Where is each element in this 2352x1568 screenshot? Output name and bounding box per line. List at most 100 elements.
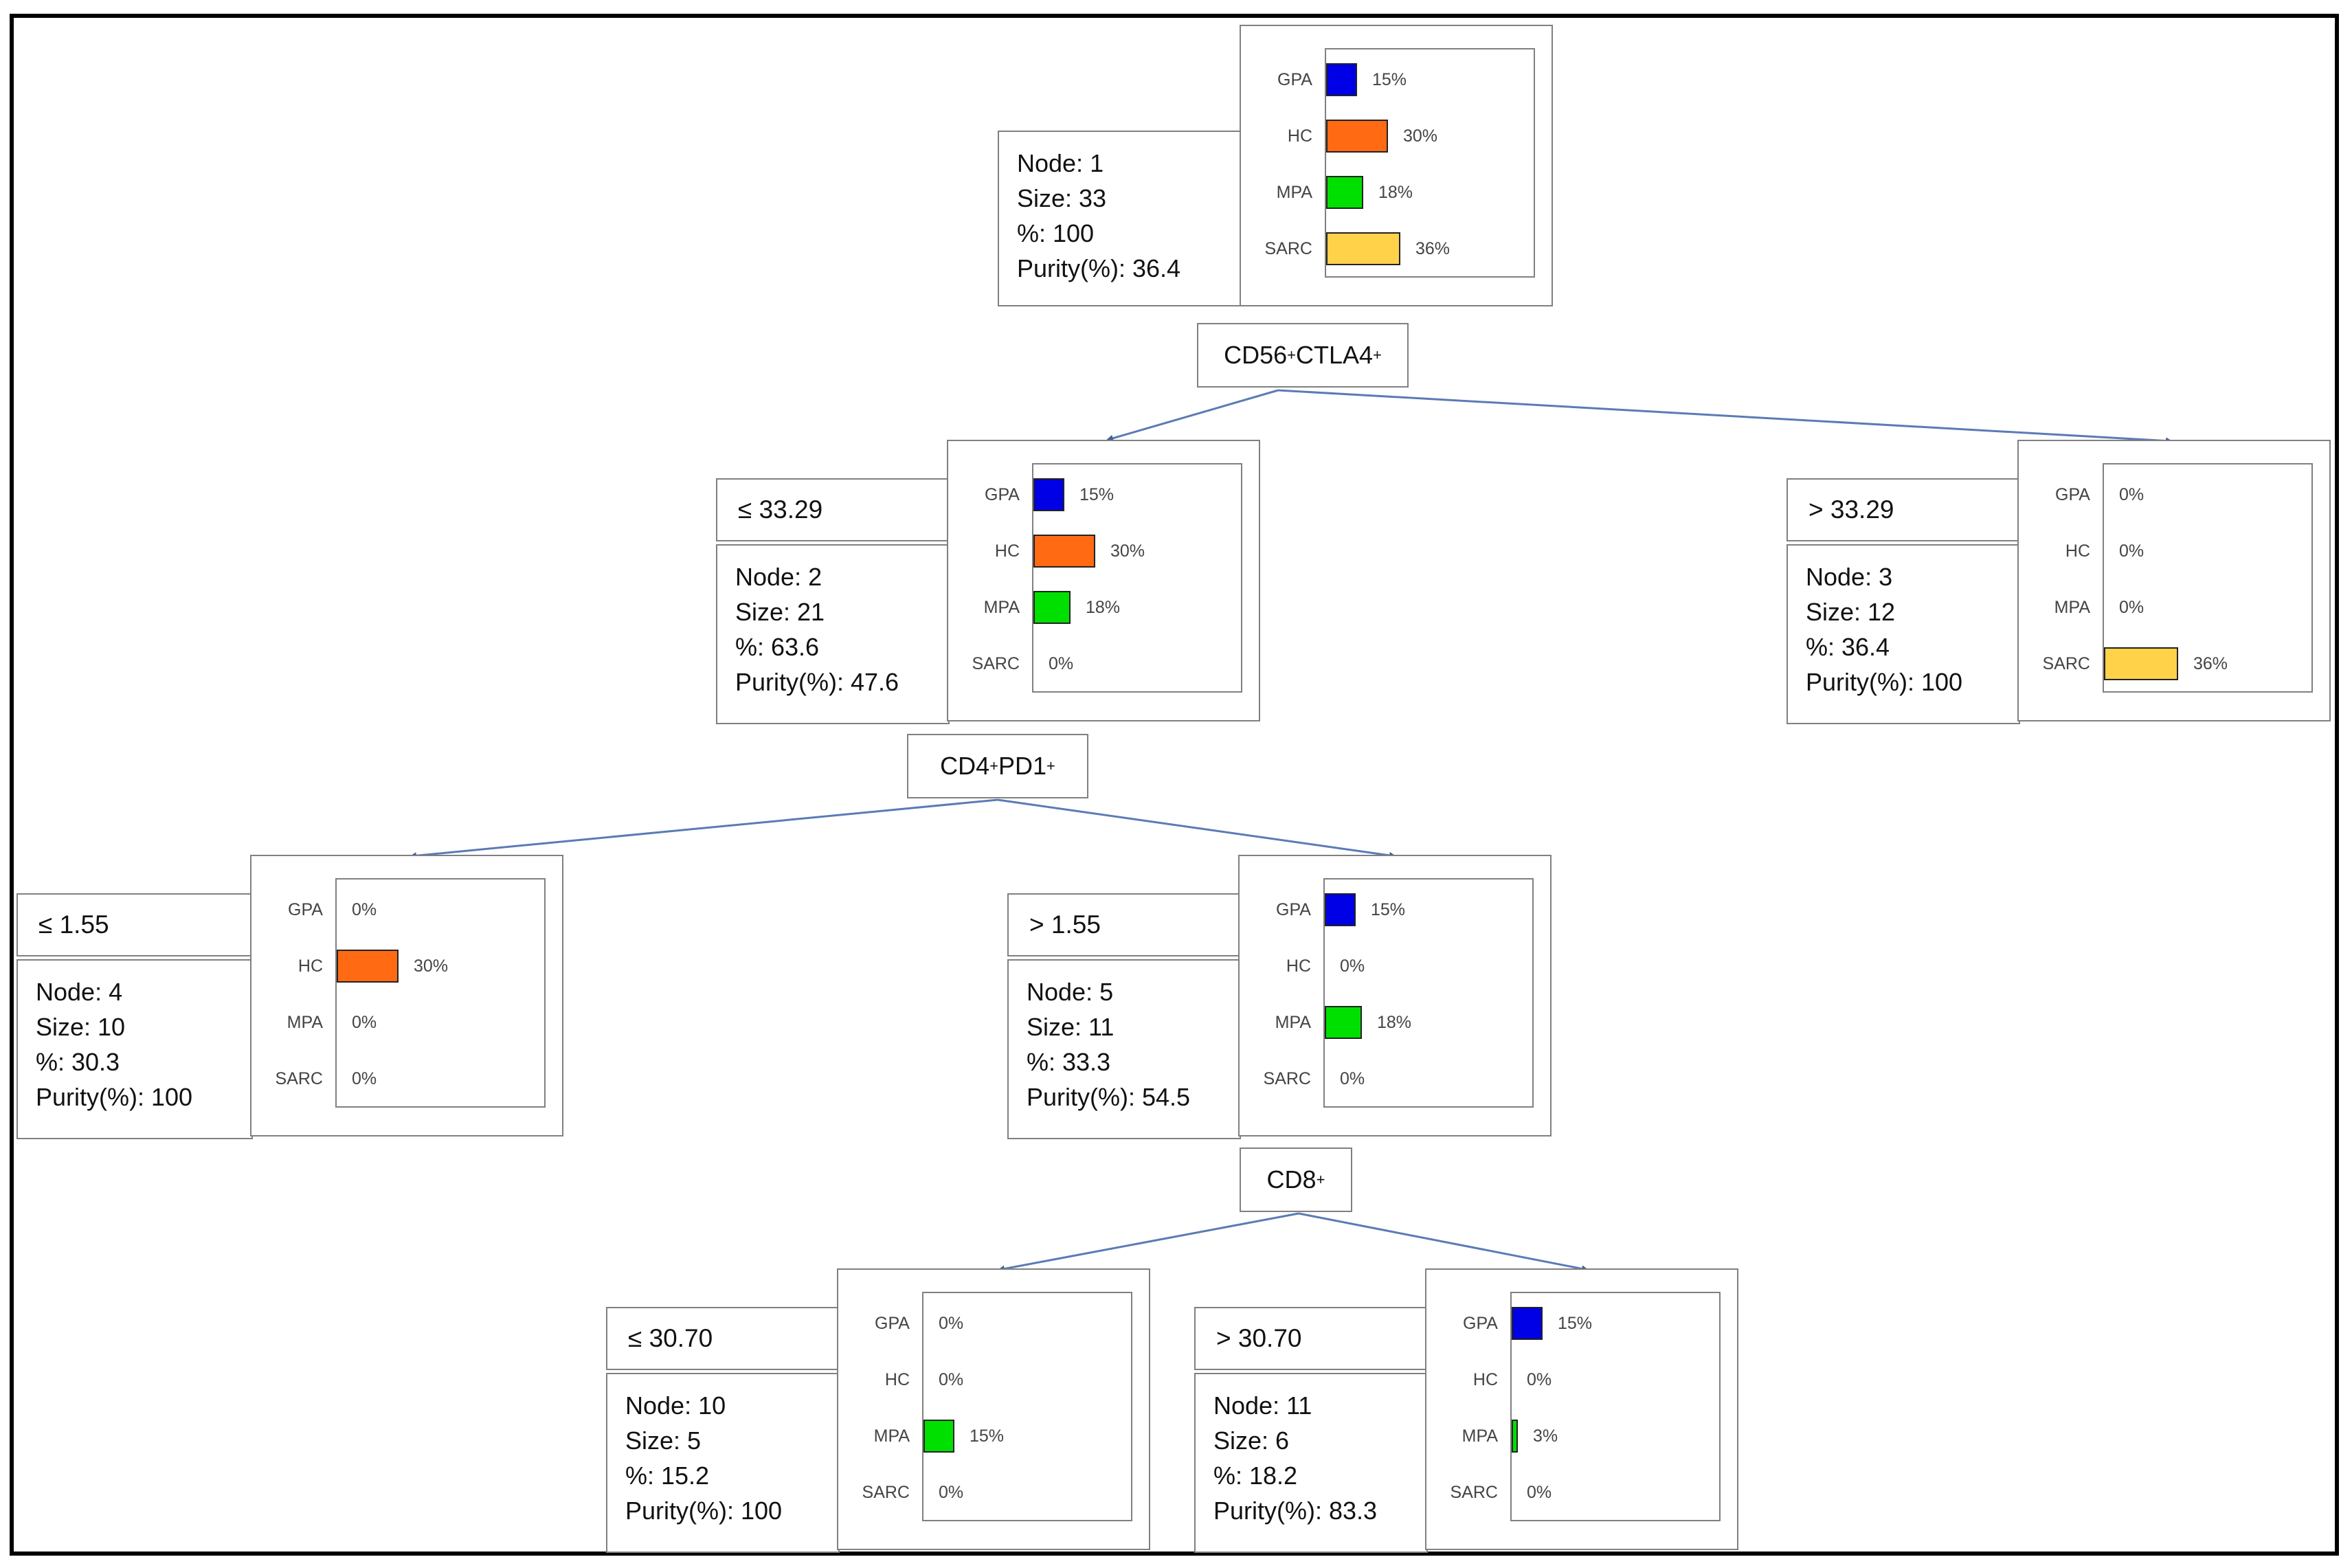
class-label: SARC <box>972 654 1020 673</box>
class-label: MPA <box>1275 1013 1311 1032</box>
bar <box>1033 478 1064 511</box>
class-label: HC <box>1286 956 1311 976</box>
bar-value-label: 18% <box>1377 1013 1412 1032</box>
node-stat-line: %: 30.3 <box>36 1048 120 1076</box>
class-label: HC <box>1472 1370 1498 1389</box>
node-stat-line: %: 33.3 <box>1027 1048 1111 1076</box>
node-stat-line: Size: 11 <box>1027 1013 1115 1041</box>
class-label: MPA <box>983 598 1020 617</box>
bar-value-label: 3% <box>1533 1426 1558 1446</box>
bar <box>1512 1420 1518 1453</box>
node-stat-line: %: 63.6 <box>735 633 820 661</box>
bar-value-label: 0% <box>2119 598 2144 617</box>
bar-value-label: 0% <box>352 1013 377 1032</box>
bar <box>1033 591 1071 624</box>
node-stat-line: Node: 1 <box>1017 149 1104 177</box>
bar <box>337 950 399 983</box>
node-condition-box: > 33.29 <box>1787 478 2020 541</box>
class-label: SARC <box>275 1069 323 1088</box>
bar-value-label: 0% <box>1527 1483 1552 1502</box>
bar-value-label: 15% <box>1371 900 1406 919</box>
bar-value-label: 0% <box>1049 654 1074 673</box>
class-distribution-chart: GPA 15% HC 0% MPA 18% SARC 0% <box>1238 855 1552 1136</box>
class-label: SARC <box>862 1483 910 1502</box>
node-stat-line: Node: 5 <box>1027 978 1114 1006</box>
chart-row-hc: HC 0% <box>1286 952 1532 980</box>
chart-row-mpa: MPA 0% <box>287 1009 544 1036</box>
node-stat-line: Size: 6 <box>1213 1426 1290 1455</box>
bar-value-label: 0% <box>2119 541 2144 561</box>
split-label-node-5: CD8+ <box>1240 1147 1352 1212</box>
bar-value-label: 18% <box>1086 598 1121 617</box>
chart-row-hc: HC 30% <box>298 950 544 983</box>
node-stat-line: %: 15.2 <box>625 1461 710 1490</box>
split-label-node-2: CD4+PD1+ <box>907 734 1088 798</box>
class-label: MPA <box>1276 183 1312 202</box>
node-condition-box: ≤ 33.29 <box>716 478 950 541</box>
bar-value-label: 36% <box>2193 654 2228 673</box>
split-sup: + <box>1287 346 1296 363</box>
node-stat-line: Purity(%): 54.5 <box>1027 1083 1191 1111</box>
split-label-node-1: CD56+CTLA4+ <box>1197 323 1409 388</box>
class-label: MPA <box>2054 598 2090 617</box>
class-label: GPA <box>875 1314 910 1333</box>
split-sup-2: + <box>1373 346 1382 363</box>
class-label: GPA <box>1276 900 1311 919</box>
split-sup-2: + <box>1046 757 1055 774</box>
bar-value-label: 0% <box>352 1069 377 1088</box>
class-label: HC <box>298 956 323 976</box>
bar <box>1326 120 1388 153</box>
node-condition-box: > 30.70 <box>1194 1307 1428 1370</box>
chart-row-gpa: GPA 15% <box>985 478 1241 511</box>
class-label: GPA <box>985 485 1020 504</box>
split-marker-2: PD1 <box>998 752 1047 780</box>
class-label: SARC <box>1263 1069 1311 1088</box>
bar-value-label: 30% <box>414 956 449 976</box>
split-marker-2: CTLA4 <box>1296 341 1374 369</box>
chart-row-gpa: GPA 15% <box>1276 893 1532 926</box>
bar-value-label: 15% <box>970 1426 1005 1446</box>
bar <box>1033 535 1095 568</box>
split-sup: + <box>989 757 998 774</box>
class-label: MPA <box>287 1013 323 1032</box>
class-label: SARC <box>1450 1483 1498 1502</box>
node-stat-line: Size: 33 <box>1017 184 1107 212</box>
node-condition-box: > 1.55 <box>1007 893 1241 956</box>
bar <box>1326 63 1357 96</box>
bar-value-label: 0% <box>1340 956 1365 976</box>
chart-row-sarc: SARC 0% <box>1451 1479 1719 1506</box>
class-label: GPA <box>1277 70 1312 89</box>
chart-plot-area: GPA 15% HC 0% MPA 18% SARC 0% <box>1264 878 1534 1108</box>
bar-value-label: 0% <box>2119 485 2144 504</box>
bar-value-label: 0% <box>1340 1069 1365 1088</box>
node-stat-line: Node: 3 <box>1806 563 1893 591</box>
chart-row-sarc: SARC 0% <box>276 1065 544 1093</box>
node-stat-line: Purity(%): 100 <box>1806 668 1963 696</box>
bar <box>2104 647 2178 680</box>
bar-value-label: 15% <box>1079 485 1115 504</box>
